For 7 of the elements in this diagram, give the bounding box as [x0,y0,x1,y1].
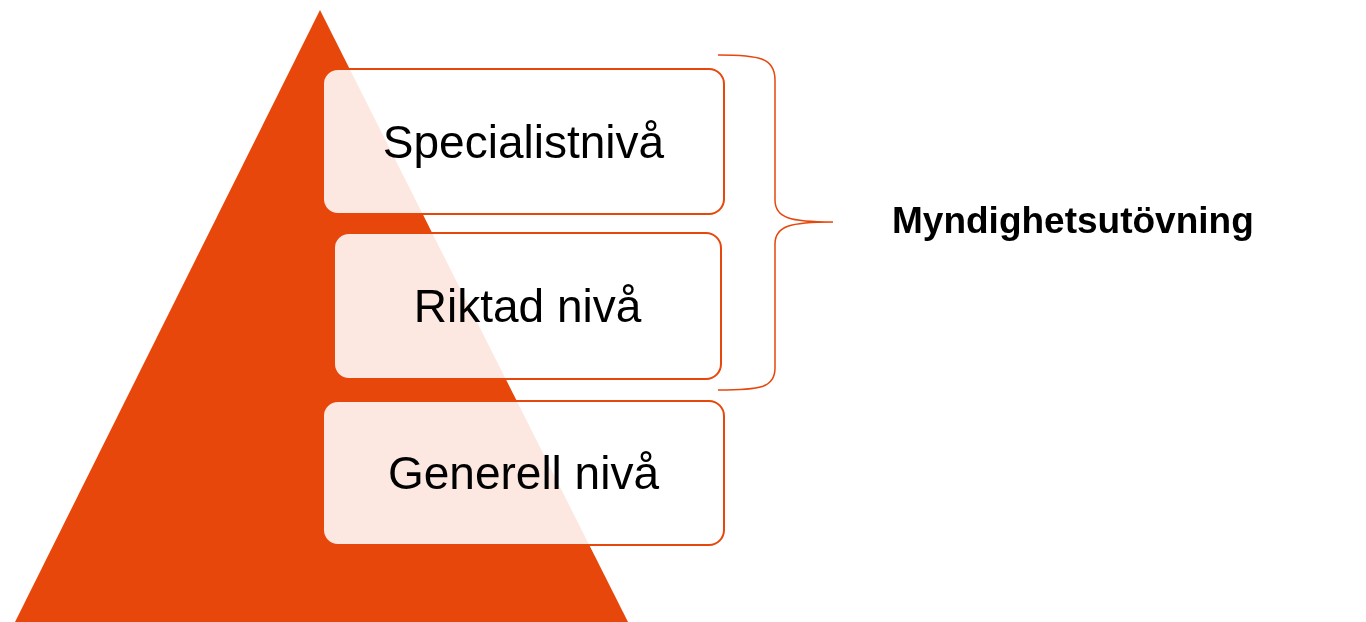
level-box [333,232,722,380]
bracket-label: Myndighetsutövning [892,200,1254,242]
level-label: Generell nivå [387,446,659,500]
level-label: Specialistnivå [382,114,665,169]
level-box [322,68,725,215]
level-label: Riktad nivå [413,279,642,333]
level-box [322,400,725,546]
